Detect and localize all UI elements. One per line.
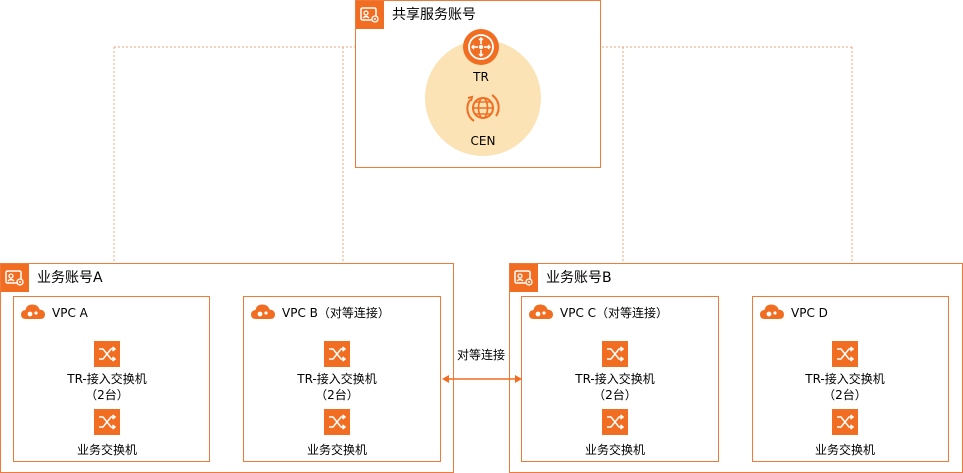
switch-icon: [324, 409, 350, 435]
account-settings-icon: [1, 264, 29, 292]
vpc-c-biz-switch-label: 业务交换机: [584, 443, 645, 457]
vpc-a-biz-switch-label: 业务交换机: [76, 443, 137, 457]
vpc-d-tr-count: （2台）: [823, 388, 867, 402]
peering-arrow: [442, 375, 522, 383]
switch-icon: [94, 341, 120, 367]
shared-account-title: 共享服务账号: [392, 7, 476, 23]
vpc-c-tr-count: （2台）: [593, 388, 637, 402]
account-settings-icon: [510, 264, 538, 292]
cloud-icon: [759, 302, 785, 322]
vpc-c-title: VPC C（对等连接）: [560, 306, 669, 320]
switch-icon: [832, 341, 858, 367]
cloud-icon: [528, 302, 554, 322]
vpc-d-tr-switch-label: TR-接入交换机: [805, 372, 885, 386]
vpc-b-tr-switch-label: TR-接入交换机: [297, 372, 377, 386]
cloud-icon: [20, 302, 46, 322]
vpc-b-title: VPC B（对等连接）: [282, 306, 390, 320]
cloud-icon: [250, 302, 276, 322]
switch-icon: [602, 409, 628, 435]
peering-label: 对等连接: [456, 348, 505, 362]
vpc-d-biz-switch-label: 业务交换机: [814, 443, 875, 457]
tr-label: TR: [473, 70, 489, 84]
account-settings-icon: [356, 1, 384, 29]
vpc-b-biz-switch-label: 业务交换机: [306, 443, 367, 457]
vpc-a-title: VPC A: [52, 306, 88, 320]
cen-label: CEN: [470, 134, 496, 148]
router-icon: [463, 29, 499, 65]
vpc-a-tr-count: （2台）: [85, 388, 129, 402]
vpc-d-title: VPC D: [791, 306, 828, 320]
switch-icon: [832, 409, 858, 435]
vpc-b-tr-count: （2台）: [315, 388, 359, 402]
account-a-title: 业务账号A: [37, 270, 103, 286]
switch-icon: [324, 341, 350, 367]
vpc-c-tr-switch-label: TR-接入交换机: [575, 372, 655, 386]
account-b-title: 业务账号B: [546, 270, 612, 286]
globe-icon: [462, 88, 502, 128]
vpc-a-tr-switch-label: TR-接入交换机: [67, 372, 147, 386]
switch-icon: [94, 409, 120, 435]
switch-icon: [602, 341, 628, 367]
